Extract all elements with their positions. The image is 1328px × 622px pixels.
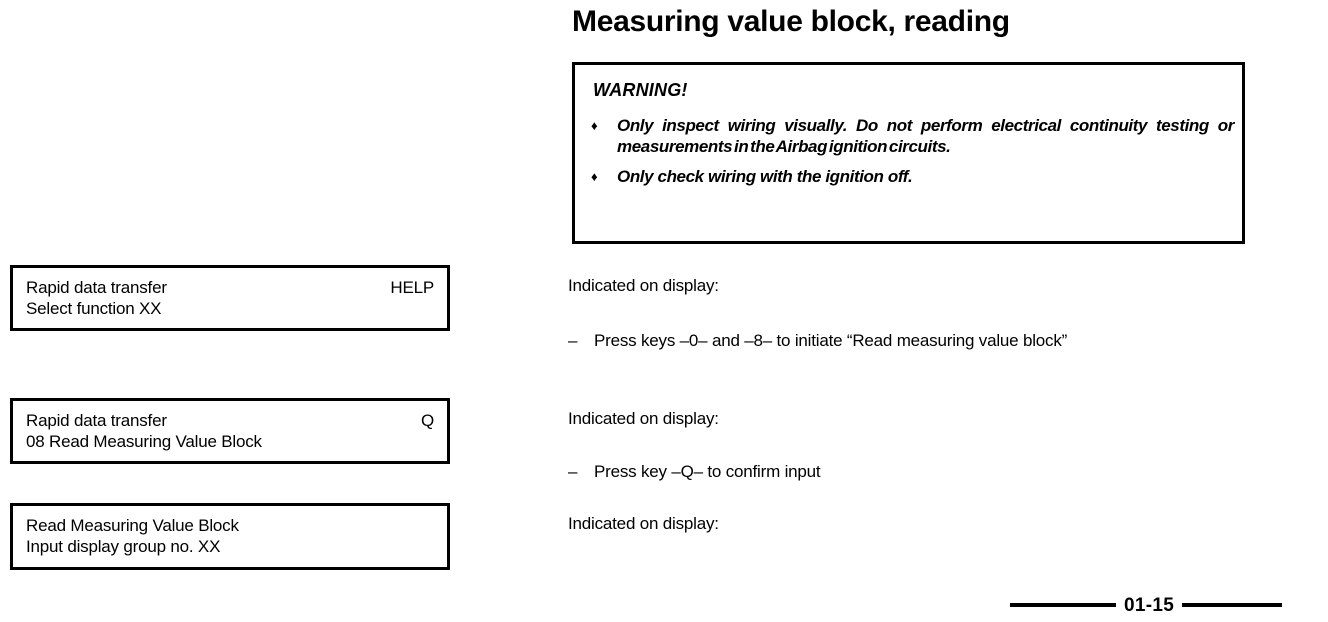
display-line-1-key: HELP [390,278,434,297]
dash-bullet-icon: – [568,462,578,481]
display-line-2-text: Select function XX [26,299,162,318]
display-line-1: Read Measuring Value Block [26,516,434,536]
display-line-2: Select function XX [26,299,434,319]
indicated-on-display-label: Indicated on display: [568,409,719,428]
display-line-2: Input display group no. XX [26,537,434,557]
instruction-step: – Press keys –0– and –8– to initiate “Re… [568,329,1258,353]
display-line-1: Rapid data transfer Q [26,411,434,431]
display-line-1-text: Rapid data transfer [26,278,167,297]
page-number: 01-15 [1124,594,1175,616]
warning-bullet-list: ♦ Only inspect wiring visually. Do not p… [589,115,1234,187]
display-screen-select-function: Rapid data transfer HELP Select function… [10,265,450,331]
indicated-on-display-label: Indicated on display: [568,514,719,533]
instruction-step-text: Press key –Q– to confirm input [594,462,821,481]
warning-bullet-item: ♦ Only check wiring with the ignition of… [589,166,1234,187]
indicated-on-display-label: Indicated on display: [568,276,719,295]
display-line-2-text: Input display group no. XX [26,537,221,556]
footer-rule-left [1010,603,1116,607]
diamond-bullet-icon: ♦ [591,118,598,133]
warning-heading: WARNING! [593,80,688,100]
display-line-1: Rapid data transfer HELP [26,278,434,298]
warning-bullet-item: ♦ Only inspect wiring visually. Do not p… [589,115,1234,157]
page-title: Measuring value block, reading [572,5,1010,38]
display-screen-read-measuring-value-block: Rapid data transfer Q 08 Read Measuring … [10,398,450,464]
diamond-bullet-icon: ♦ [591,169,598,184]
display-line-1-text: Rapid data transfer [26,411,167,430]
display-line-2-text: 08 Read Measuring Value Block [26,432,262,451]
dash-bullet-icon: – [568,331,578,350]
instruction-step: – Press key –Q– to confirm input [568,460,1258,484]
warning-bullet-text: Only check wiring with the ignition off. [617,167,913,186]
display-line-2: 08 Read Measuring Value Block [26,432,434,452]
page-footer: 01-15 [1010,593,1310,617]
display-screen-input-display-group: Read Measuring Value Block Input display… [10,503,450,570]
instruction-step-text: Press keys –0– and –8– to initiate “Read… [594,331,1068,350]
warning-box: WARNING! ♦ Only inspect wiring visually.… [572,62,1245,244]
display-line-1-key: Q [420,411,434,430]
footer-rule-right [1182,603,1283,607]
display-line-1-text: Read Measuring Value Block [26,516,239,535]
warning-bullet-text: Only inspect wiring visually. Do not per… [617,116,1234,156]
